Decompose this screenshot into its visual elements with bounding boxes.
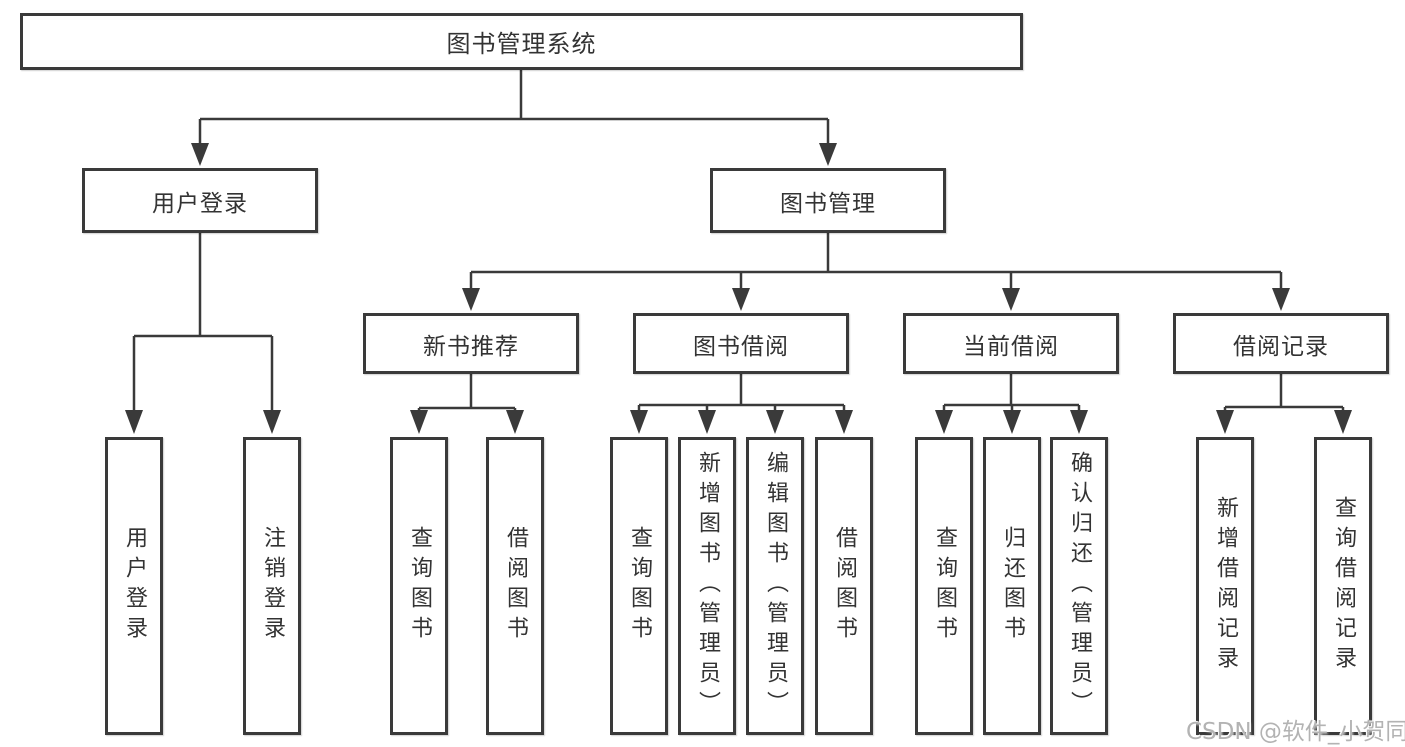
node-new-book-recommendation: 新书推荐 — [363, 313, 579, 374]
csdn-watermark: CSDN @软件_小贺同学 — [1186, 719, 1405, 745]
node-library-management-system: 图书管理系统 — [20, 13, 1023, 70]
node-book-borrowing: 图书借阅 — [633, 313, 849, 374]
leaf-add-borrow-record: 新增借阅记录 — [1196, 437, 1254, 735]
leaf-query-borrow-record: 查询借阅记录 — [1314, 437, 1372, 735]
node-book-management: 图书管理 — [710, 168, 946, 233]
leaf-confirm-return-admin: 确认归还（管理员） — [1050, 437, 1108, 735]
leaf-user-login: 用户登录 — [105, 437, 163, 735]
node-borrowing-records: 借阅记录 — [1173, 313, 1389, 374]
leaf-query-books-recommend: 查询图书 — [390, 437, 448, 735]
leaf-query-books-current: 查询图书 — [915, 437, 973, 735]
leaf-return-books: 归还图书 — [983, 437, 1041, 735]
leaf-logout: 注销登录 — [243, 437, 301, 735]
leaf-query-books-borrowing: 查询图书 — [610, 437, 668, 735]
node-user-login: 用户登录 — [82, 168, 318, 233]
leaf-borrow-books-borrowing: 借阅图书 — [815, 437, 873, 735]
leaf-edit-book-admin: 编辑图书（管理员） — [746, 437, 804, 735]
leaf-borrow-books-recommend: 借阅图书 — [486, 437, 544, 735]
node-current-borrowing: 当前借阅 — [903, 313, 1119, 374]
leaf-add-book-admin: 新增图书（管理员） — [678, 437, 736, 735]
